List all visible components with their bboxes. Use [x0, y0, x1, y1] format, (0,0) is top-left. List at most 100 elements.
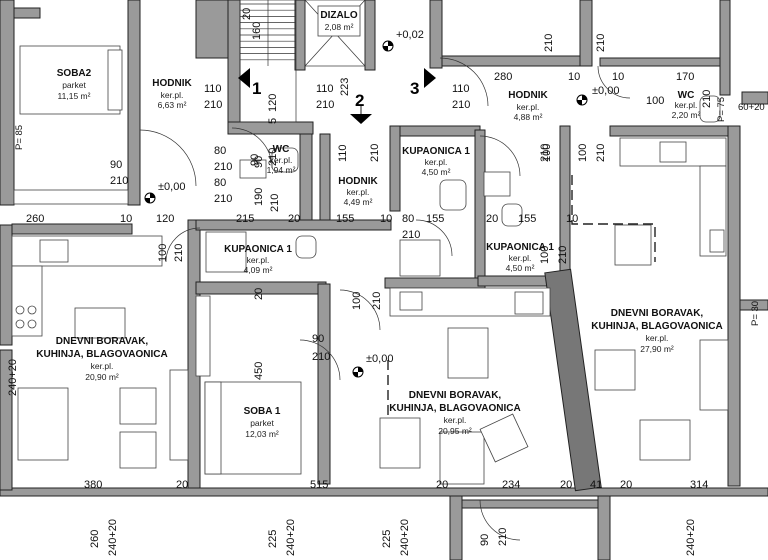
- sink-mid: [399, 291, 423, 311]
- wall-bottom-mid: [449, 495, 463, 560]
- shower-kup-mid: [399, 239, 441, 277]
- dim-100a: 100: [541, 144, 553, 162]
- wall-right-stub: [741, 91, 768, 105]
- dim-80c: 80: [402, 213, 414, 225]
- room-wc-left-area: 1,94 m²: [267, 165, 296, 175]
- label-stair-223: 223: [339, 78, 351, 96]
- toilet-kup-left: [295, 235, 317, 259]
- label-stair-20: 20: [241, 8, 253, 20]
- armchair-left-a: [119, 387, 157, 425]
- wall-left-outer: [0, 0, 15, 206]
- room-soba1-area: 12,03 m²: [245, 429, 279, 439]
- dim-450: 450: [253, 362, 265, 380]
- dim-90a: 90: [110, 159, 122, 171]
- wall-kup-left: [389, 125, 401, 212]
- room-hodnik-mid-area: 4,49 m²: [344, 197, 373, 207]
- wardrobe-soba1: [195, 295, 211, 377]
- room-hodnik-mid-name: HODNIK: [338, 176, 378, 187]
- toilet-kup-top: [439, 179, 467, 211]
- level-soba2-text: ±0,00: [158, 181, 185, 193]
- room-soba1-floor: parket: [250, 418, 274, 428]
- bed-soba2-head: [107, 49, 123, 111]
- sink-right: [659, 141, 687, 163]
- dim-110a: 110: [204, 83, 222, 95]
- room-kup-right-floor: ker.pl.: [509, 253, 532, 263]
- door-arc-kup-left: [165, 227, 201, 263]
- dim-80a: 80: [214, 145, 226, 157]
- label-60-20: 60+20: [738, 102, 765, 113]
- wall-soba1-right: [317, 283, 331, 485]
- room-hodnik-left-floor: ker.pl.: [161, 90, 184, 100]
- toilet-kup-right: [501, 203, 523, 227]
- bed-soba2: [19, 45, 121, 115]
- dim-b260: 260: [89, 530, 101, 548]
- level-marker-top-icon: [382, 40, 394, 52]
- wall-top-right-a: [579, 0, 593, 67]
- dim-210o: 210: [402, 229, 420, 241]
- label-p30: P= 30: [750, 301, 761, 326]
- wall-bottom-outer: [0, 487, 768, 497]
- room-hodnik-mid-floor: ker.pl.: [347, 187, 370, 197]
- door-arc-top-right: [597, 65, 631, 99]
- dim-20b: 20: [486, 213, 498, 225]
- room-dnevni-mid-name1: DNEVNI BORAVAK,: [409, 390, 502, 401]
- dim-b225b: 225: [381, 530, 393, 548]
- hob-ring-d: [27, 319, 37, 329]
- level-dnevni-text: ±0,00: [366, 353, 393, 365]
- wall-right-stub-b: [739, 299, 768, 311]
- room-hodnik-right-floor: ker.pl.: [517, 102, 540, 112]
- dim-210m: 210: [595, 144, 607, 162]
- wall-left-horizontal: [11, 223, 133, 235]
- dim-210j: 210: [269, 194, 281, 212]
- misc-labels: P= 85 P= 30 P= 75 60+20 160 120 5 223 20: [14, 8, 765, 326]
- wall-bottom-balcony: [461, 499, 599, 509]
- level-markers: +0,02 ±0,00 ±0,00 ±0,00: [144, 29, 619, 378]
- dim-210d: 210: [316, 99, 334, 111]
- room-soba2-area: 11,15 m²: [58, 91, 91, 101]
- dim-210l: 210: [539, 144, 551, 162]
- dining-table-left: [74, 307, 126, 339]
- room-kup-right-name: KUPAONICA 1: [486, 242, 554, 253]
- dim-90c: 90: [253, 156, 265, 168]
- room-soba2-floor: parket: [62, 80, 86, 90]
- dim-210p: 210: [173, 244, 185, 262]
- room-wc-right-name: WC: [678, 90, 695, 101]
- room-labels: SOBA2 parket 11,15 m² DIZALO 2,08 m² HOD…: [36, 10, 722, 439]
- dim-20g: 20: [620, 479, 632, 491]
- room-wc-right-area: 2,20 m²: [672, 110, 701, 120]
- room-dnevni-left-name2: KUHINJA, BLAGOVAONICA: [36, 349, 167, 360]
- armchair-right-a: [594, 349, 636, 391]
- wall-top-right-b: [719, 0, 731, 96]
- dim-110c: 110: [452, 83, 470, 95]
- room-hodnik-right-area: 4,88 m²: [514, 112, 543, 122]
- door-arc-wc-left: [231, 127, 273, 169]
- room-wc-left-name: WC: [273, 144, 290, 155]
- dim-280: 280: [494, 71, 512, 83]
- sink-wc-left: [239, 159, 267, 179]
- section-1-label: 1: [252, 79, 261, 98]
- dim-top-210a: 210: [543, 34, 555, 52]
- room-dnevni-right-area: 27,90 m²: [640, 344, 674, 354]
- wall-top-right-horizontal: [599, 57, 723, 67]
- level-marker-dnevni-icon: [352, 366, 364, 378]
- toilet-wc-right: [699, 95, 721, 123]
- wardrobe-soba2: [13, 189, 129, 205]
- room-soba2-name: SOBA2: [57, 68, 92, 79]
- room-kup-left-area: 4,09 m²: [244, 265, 273, 275]
- dim-210r: 210: [371, 292, 383, 310]
- wall-kup-top: [389, 125, 481, 137]
- room-dnevni-mid-name2: KUHINJA, BLAGOVAONICA: [389, 403, 520, 414]
- lift-label-box: [317, 5, 361, 37]
- dim-top-210b: 210: [595, 34, 607, 52]
- wall-kup-left-top: [195, 219, 392, 231]
- dim-314: 314: [690, 479, 708, 491]
- door-arc-bottom: [479, 499, 521, 541]
- lift-shaft: [304, 0, 366, 67]
- doors: [139, 57, 631, 541]
- dim-10b: 10: [612, 71, 624, 83]
- wall-slanted-mid: [544, 268, 602, 492]
- room-kup-top-area: 4,50 m²: [422, 167, 451, 177]
